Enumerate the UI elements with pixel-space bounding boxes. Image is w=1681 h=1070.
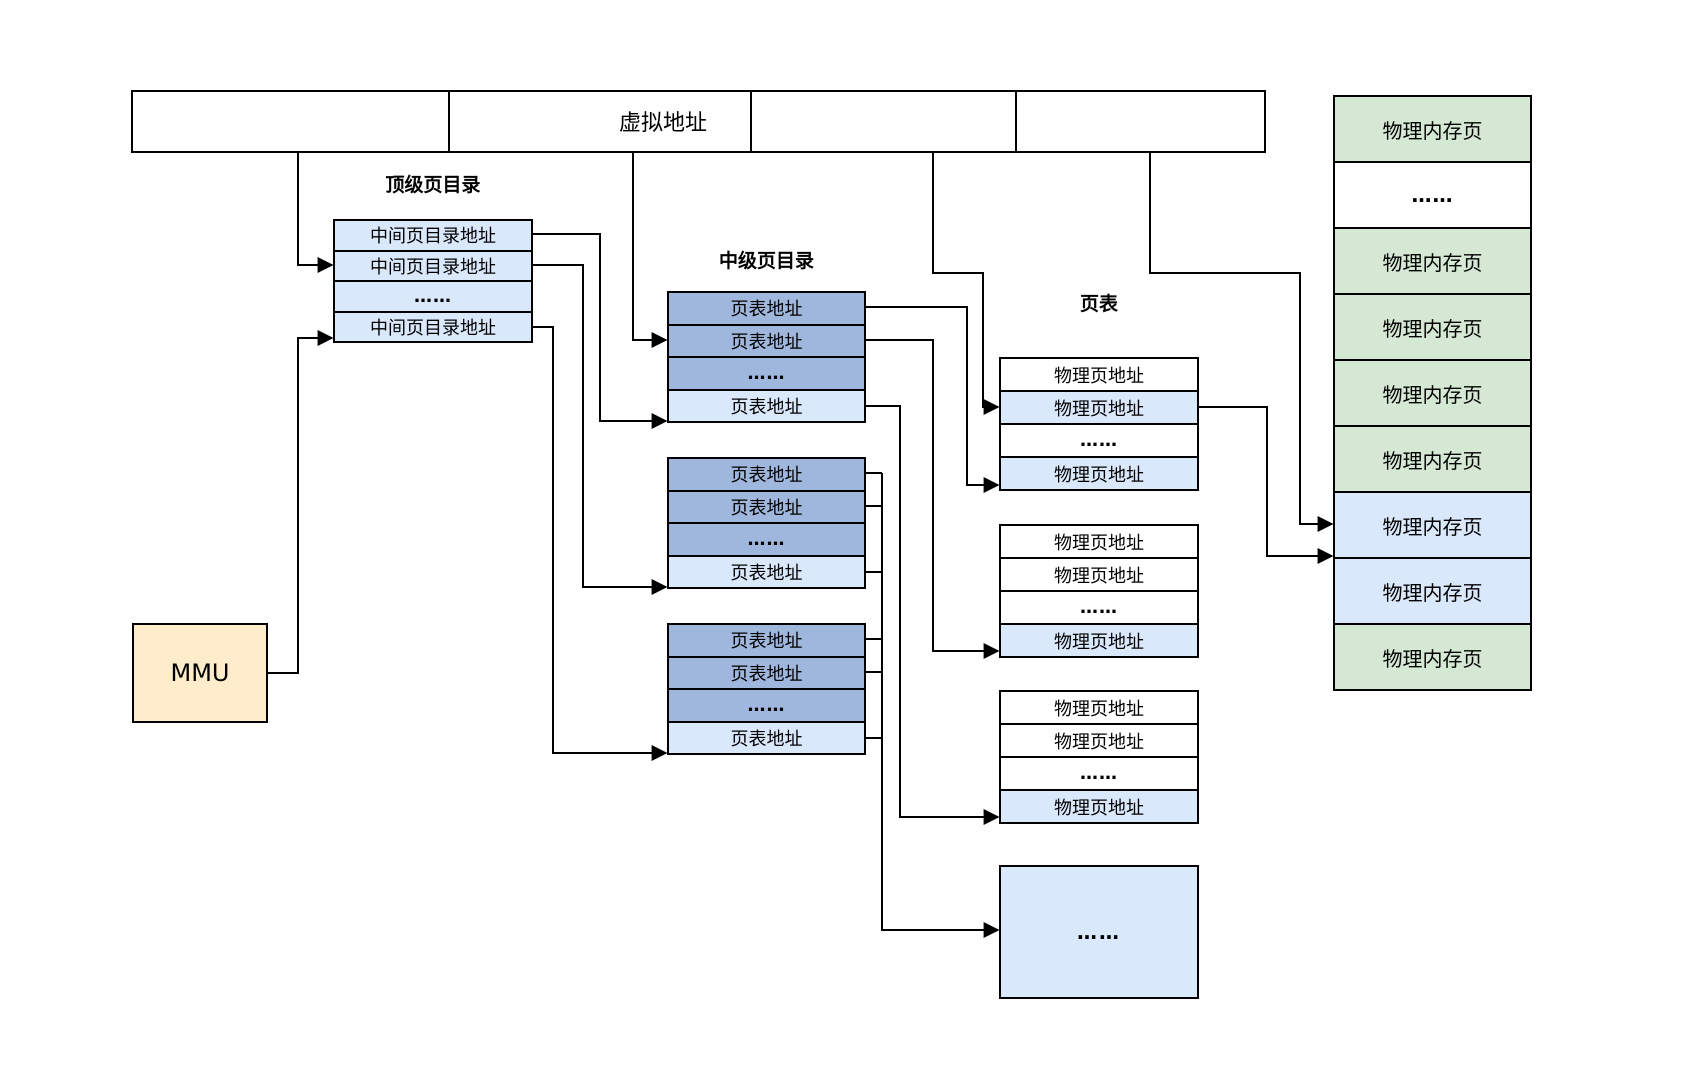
page-table-ellipsis-row: ……: [1001, 423, 1197, 456]
arrow-mmu-to-top-directory-base: [268, 330, 334, 674]
mid-directory-ellipsis-row: ……: [669, 688, 864, 721]
mid-directory-entry: 页表地址: [669, 655, 864, 688]
top-level-page-directory: 中间页目录地址 中间页目录地址 …… 中间页目录地址: [333, 219, 533, 343]
page-table-ellipsis-row: ……: [1001, 756, 1197, 789]
mid-directory-entry: 页表地址: [669, 459, 864, 490]
physical-page-highlighted: 物理内存页: [1335, 491, 1530, 557]
arrow-page-table-entry-to-physical-page-base: [1199, 406, 1334, 564]
physical-memory-column: 物理内存页 …… 物理内存页 物理内存页 物理内存页 物理内存页 物理内存页 物…: [1333, 95, 1532, 691]
physical-page: 物理内存页: [1335, 227, 1530, 293]
arrow-mid1-entry4-to-page-table-3: [866, 405, 1000, 825]
page-table-entry: 物理页地址: [1001, 359, 1197, 390]
page-table-entry: 物理页地址: [1001, 557, 1197, 590]
mid-directory-entry: 页表地址: [669, 554, 864, 587]
mid-directory-entry: 页表地址: [669, 323, 864, 356]
va-bar-divider-2: [750, 90, 752, 153]
arrow-bus-to-more-page-tables-box: [881, 473, 1000, 938]
mid-directory-entry: 页表地址: [669, 388, 864, 421]
arrow-mid1-entry1-to-page-table-1: [866, 306, 1000, 493]
mmu-box: MMU: [132, 623, 268, 723]
page-table-entry: 物理页地址: [1001, 390, 1197, 423]
virtual-address-label: 虚拟地址: [618, 111, 707, 136]
mid-directory-ellipsis-row: ……: [669, 356, 864, 389]
stubs-mid2-mid3-entries-to-bus: [866, 472, 882, 739]
arrow-va-segment3-to-page-table-entry: [932, 153, 1000, 415]
va-bar-divider-1: [448, 90, 450, 153]
arrow-va-segment1-to-top-directory-entry: [297, 153, 334, 273]
page-table-entry: 物理页地址: [1001, 723, 1197, 756]
top-directory-entry: 中间页目录地址: [335, 249, 531, 280]
mid-level-directory-3: 页表地址 页表地址 …… 页表地址: [667, 623, 866, 755]
page-table-ellipsis-row: ……: [1001, 590, 1197, 623]
mid-directory-entry: 页表地址: [669, 293, 864, 324]
page-table-entry: 物理页地址: [1001, 692, 1197, 723]
physical-page: 物理内存页: [1335, 623, 1530, 689]
arrow-va-segment2-to-mid-directory-entry: [632, 153, 668, 348]
mid-directory-entry: 页表地址: [669, 720, 864, 753]
mid-level-directory-2: 页表地址 页表地址 …… 页表地址: [667, 457, 866, 589]
page-table-3: 物理页地址 物理页地址 …… 物理页地址: [999, 690, 1199, 824]
virtual-address-bar: 虚拟地址: [131, 90, 1266, 153]
mid-directory-entry: 页表地址: [669, 625, 864, 656]
va-bar-divider-3: [1015, 90, 1017, 153]
mid-directory-header: 中级页目录: [718, 250, 814, 272]
physical-page: 物理内存页: [1335, 425, 1530, 491]
physical-page: 物理内存页: [1335, 97, 1530, 161]
top-directory-header: 顶级页目录: [385, 174, 481, 196]
page-table-entry: 物理页地址: [1001, 623, 1197, 656]
more-page-tables-box: ……: [999, 865, 1199, 999]
page-table-header: 页表: [1079, 293, 1118, 315]
physical-page: 物理内存页: [1335, 293, 1530, 359]
arrow-top-entry1-to-mid-directory-1: [533, 233, 668, 429]
top-directory-entry: 中间页目录地址: [335, 310, 531, 341]
page-table-entry: 物理页地址: [1001, 456, 1197, 489]
mid-directory-entry: 页表地址: [669, 489, 864, 522]
physical-page: 物理内存页: [1335, 359, 1530, 425]
page-table-entry: 物理页地址: [1001, 789, 1197, 822]
page-table-2: 物理页地址 物理页地址 …… 物理页地址: [999, 524, 1199, 658]
top-directory-ellipsis-row: ……: [335, 280, 531, 311]
mid-directory-ellipsis-row: ……: [669, 522, 864, 555]
arrow-top-entry4-to-mid-directory-3: [533, 326, 668, 761]
mid-level-directory-1: 页表地址 页表地址 …… 页表地址: [667, 291, 866, 423]
arrow-mid1-entry2-to-page-table-2: [866, 339, 1000, 659]
arrow-top-entry2-to-mid-directory-2: [533, 264, 668, 595]
page-table-1: 物理页地址 物理页地址 …… 物理页地址: [999, 357, 1199, 491]
physical-memory-ellipsis-row: ……: [1335, 161, 1530, 227]
page-table-entry: 物理页地址: [1001, 526, 1197, 557]
top-directory-entry: 中间页目录地址: [335, 221, 531, 250]
physical-page-highlighted: 物理内存页: [1335, 557, 1530, 623]
